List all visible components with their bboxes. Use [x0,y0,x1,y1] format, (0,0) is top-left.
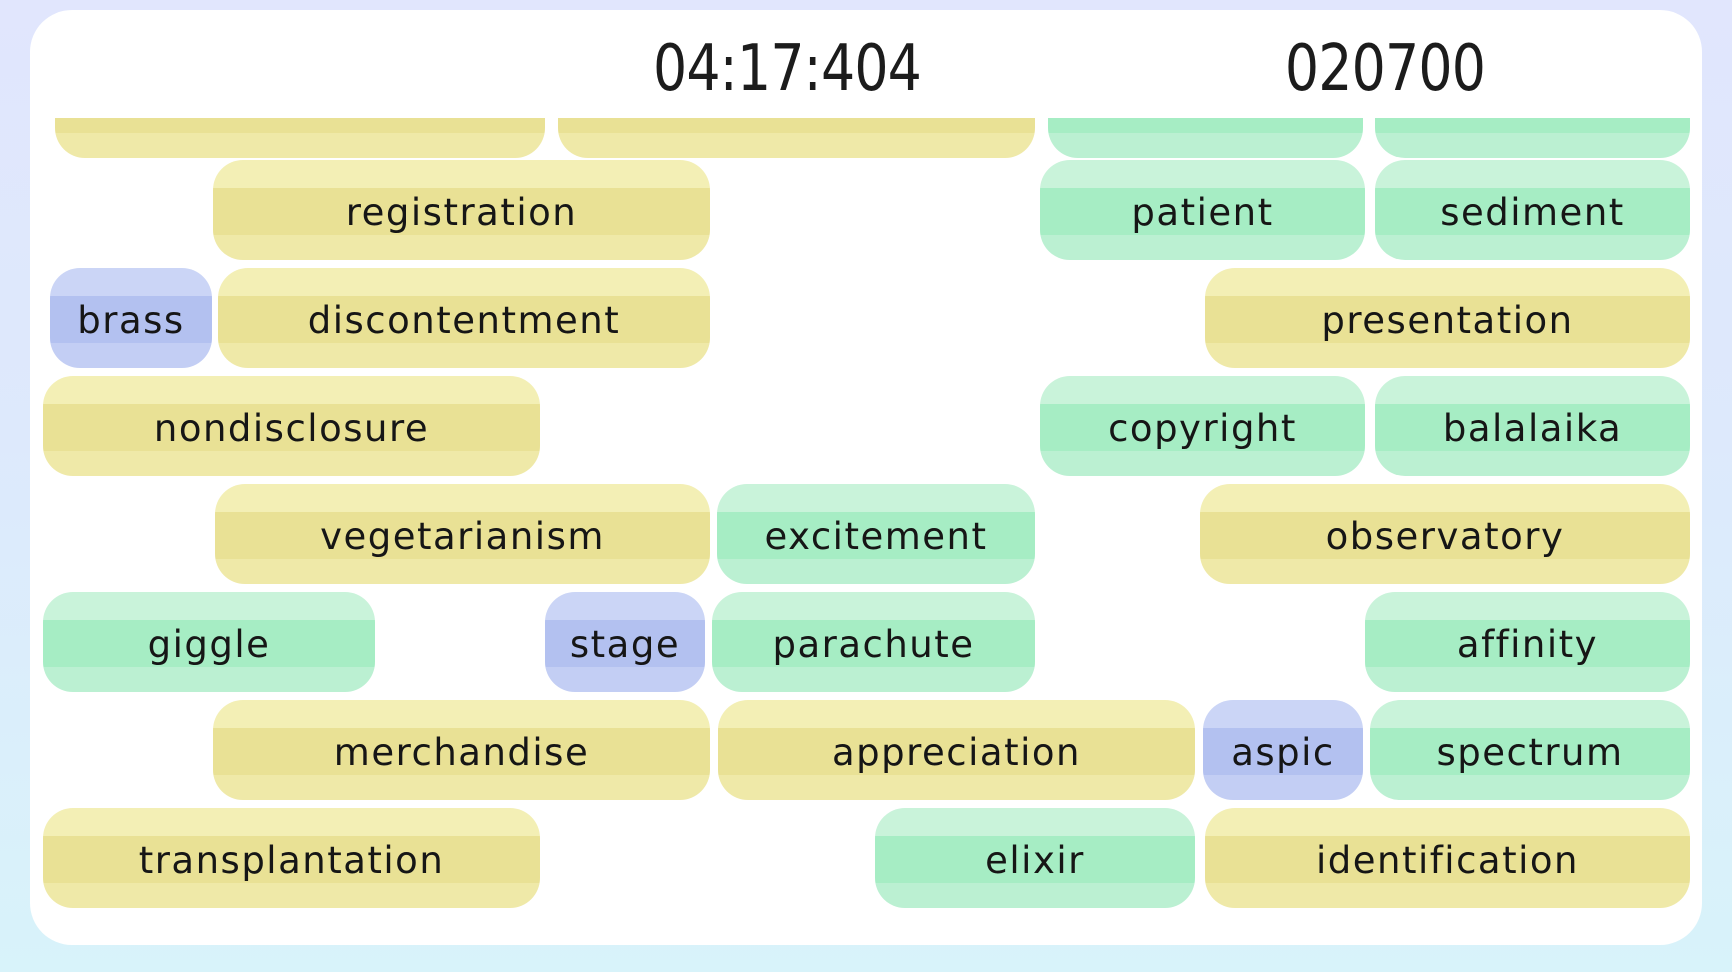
word-label: brass [77,298,185,342]
word-label: sediment [1440,190,1625,234]
word-label: copyright [1108,406,1297,450]
word-label: patient [1131,190,1274,234]
word-label: discontentment [307,298,621,342]
word-label: identification [1316,838,1579,882]
word-label: excitement [764,514,988,558]
word-pill[interactable]: parachute [712,592,1035,692]
word-label: affinity [1456,622,1599,666]
word-label: vegetarianism [320,514,605,558]
word-label: registration [345,190,578,234]
word-label: transplantation [138,838,445,882]
word-pill-partial[interactable] [1375,118,1690,158]
word-pill-partial[interactable] [558,118,1035,158]
word-pill[interactable]: discontentment [218,268,710,368]
game-header: 04:17:404 020700 [30,10,1702,118]
game-card: 04:17:404 020700 registration patient sedi… [30,10,1702,945]
word-board: registration patient sediment brass disconte… [30,118,1702,945]
word-label: appreciation [832,730,1081,774]
word-pill[interactable]: nondisclosure [43,376,540,476]
word-label: aspic [1231,730,1335,774]
word-label: stage [569,622,681,666]
word-label: giggle [147,622,271,666]
word-label: spectrum [1436,730,1624,774]
word-pill[interactable]: spectrum [1370,700,1690,800]
word-label: observatory [1325,514,1565,558]
word-pill[interactable]: affinity [1365,592,1690,692]
word-label: parachute [772,622,975,666]
word-pill[interactable]: brass [50,268,212,368]
word-pill-partial[interactable] [1048,118,1363,158]
word-pill[interactable]: sediment [1375,160,1690,260]
word-pill[interactable]: transplantation [43,808,540,908]
word-pill[interactable]: elixir [875,808,1195,908]
word-pill[interactable]: observatory [1200,484,1690,584]
word-pill[interactable]: stage [545,592,705,692]
word-pill-partial[interactable] [55,118,545,158]
word-pill[interactable]: giggle [43,592,375,692]
word-label: merchandise [333,730,590,774]
word-pill[interactable]: appreciation [718,700,1195,800]
timer-display: 04:17:404 [652,32,922,106]
word-pill[interactable]: balalaika [1375,376,1690,476]
word-label: presentation [1321,298,1574,342]
word-pill[interactable]: presentation [1205,268,1690,368]
word-pill[interactable]: merchandise [213,700,710,800]
word-pill[interactable]: aspic [1203,700,1363,800]
word-label: balalaika [1442,406,1623,450]
word-pill[interactable]: patient [1040,160,1365,260]
word-pill[interactable]: copyright [1040,376,1365,476]
word-pill[interactable]: excitement [717,484,1035,584]
word-pill[interactable]: vegetarianism [215,484,710,584]
score-display: 020700 [1284,32,1486,106]
word-pill[interactable]: identification [1205,808,1690,908]
word-pill[interactable]: registration [213,160,710,260]
word-label: elixir [985,838,1085,882]
word-label: nondisclosure [153,406,430,450]
